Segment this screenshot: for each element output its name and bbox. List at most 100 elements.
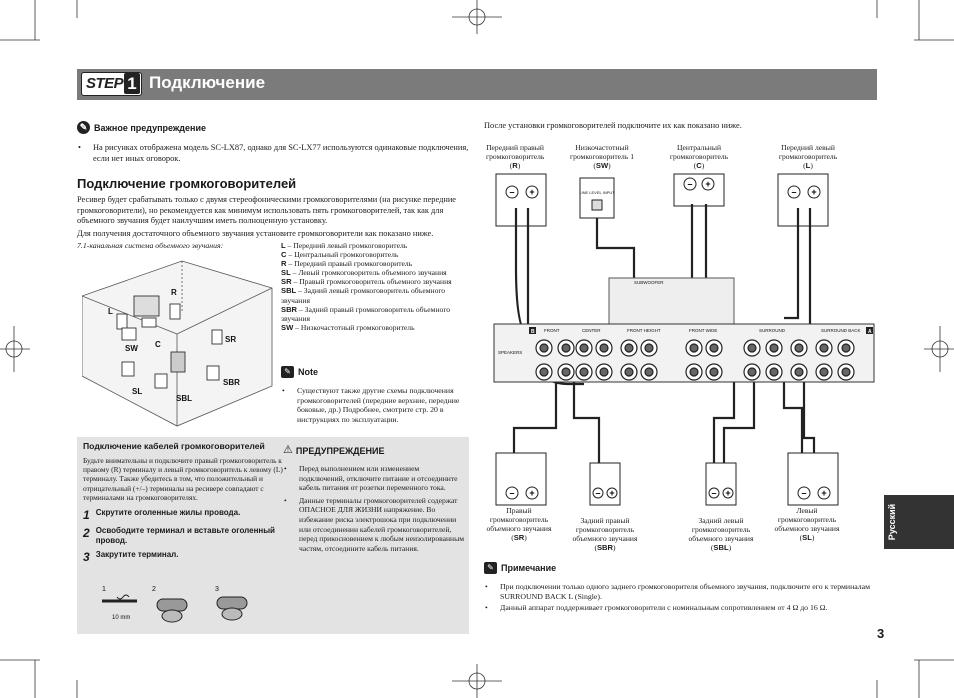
speaker-terminal-core xyxy=(747,343,757,353)
speaker-terminal-core xyxy=(769,367,779,377)
panel-center-label: CENTER xyxy=(582,328,601,333)
cable-box: Подключение кабелей громкоговорителей Бу… xyxy=(77,437,469,634)
legend-item: L – Передний левый громкоговоритель xyxy=(281,241,471,250)
legend-text: – Передний левый громкоговоритель xyxy=(287,241,408,250)
speaker-terminal-core xyxy=(539,343,549,353)
svg-text:–: – xyxy=(509,187,514,197)
room-label-l: L xyxy=(108,307,113,316)
speaker-r-box xyxy=(495,173,547,227)
section-heading: Подключение громкоговорителей xyxy=(77,176,297,191)
speaker-terminal-core xyxy=(794,343,804,353)
note-section: ✎ Note Существуют также другие схемы под… xyxy=(281,366,471,424)
panel-front-height-label: FRONT HEIGHT xyxy=(627,328,661,333)
speaker-terminal-core xyxy=(841,367,851,377)
language-tab-label: Русский xyxy=(887,503,897,541)
legend-item: SBL – Задний левый громкоговоритель объе… xyxy=(281,286,471,304)
speaker-terminal-core xyxy=(561,367,571,377)
warning-item-2: Данные терминалы громкоговорителей содер… xyxy=(283,496,465,554)
legend-text: – Передний правый громкоговоритель xyxy=(288,259,413,269)
language-tab xyxy=(884,495,954,549)
note-icon: ✎ xyxy=(281,366,294,378)
bottom-speaker-caption: Правый громкоговоритель объемного звучан… xyxy=(484,506,554,542)
important-section: ✎ Важное предупреждение На рисунках отоб… xyxy=(77,121,469,164)
svg-text:–: – xyxy=(509,488,514,498)
room-label-r: R xyxy=(171,288,177,297)
page-title: Подключение xyxy=(149,73,266,92)
warning-triangle-icon: ⚠ xyxy=(283,444,293,456)
caption-text: Центральный громкоговоритель xyxy=(669,143,729,161)
speaker-terminal-core xyxy=(689,343,699,353)
caption-code: R xyxy=(512,161,518,170)
speaker-terminal-core xyxy=(689,367,699,377)
legend-code: SBL xyxy=(281,286,297,296)
wrench-icon: ✎ xyxy=(77,121,90,134)
top-speaker-caption: Передний левый громкоговоритель(L) xyxy=(772,143,844,170)
svg-text:+: + xyxy=(725,488,730,498)
caption-code: SW xyxy=(595,161,609,170)
speaker-terminal-core xyxy=(539,367,549,377)
svg-text:–: – xyxy=(711,488,716,498)
warning-item-1: Перед выполнением или изменением подключ… xyxy=(283,464,465,493)
svg-text:+: + xyxy=(609,488,614,498)
svg-text:–: – xyxy=(687,179,692,189)
room-label-c: C xyxy=(155,340,161,349)
svg-text:–: – xyxy=(595,488,600,498)
important-heading: Важное предупреждение xyxy=(94,122,206,133)
legend-item: SW – Низкочастотный громкоговоритель xyxy=(281,323,471,332)
svg-text:–: – xyxy=(791,187,796,197)
legend-text: – Низкочастотный громкоговоритель xyxy=(295,322,415,332)
step-badge: STEP 1 xyxy=(81,72,142,96)
legend-item: C – Центральный громкоговоритель xyxy=(281,250,471,259)
caption-code: SL xyxy=(802,533,812,542)
legend-text: – Задний правый громкоговоритель объемно… xyxy=(281,304,451,323)
step-text: Скрутите оголенные жилы провода. xyxy=(95,508,241,518)
room-label-sbr: SBR xyxy=(223,378,240,387)
legend-code: SL xyxy=(281,268,291,278)
caption-code: SBR xyxy=(596,543,614,552)
warning-section: ⚠ ПРЕДУПРЕЖДЕНИЕ Перед выполнением или и… xyxy=(283,445,465,553)
wiring-diagram: –+ –+ –+ LINE LEVEL INPUT SPEAKERS FRONT… xyxy=(493,173,875,506)
speaker-terminal-core xyxy=(794,367,804,377)
step-word: STEP xyxy=(86,75,124,92)
room-label-sw: SW xyxy=(125,344,138,353)
remark-item-2: Данный аппарат поддерживает громкоговори… xyxy=(484,603,876,613)
note-icon: ✎ xyxy=(484,562,497,574)
legend-code: C xyxy=(281,250,287,260)
panel-subwoofer-label: SUBWOOFER xyxy=(634,280,664,285)
remark-item-1: При подключении только одного заднего гр… xyxy=(484,582,876,601)
panel-speakers-label: SPEAKERS xyxy=(498,350,522,355)
caption-text: Задний левый громкоговоритель объемного … xyxy=(688,516,754,543)
caption-code: SR xyxy=(513,533,525,542)
svg-text:–: – xyxy=(801,488,806,498)
caption-code: SBL xyxy=(713,543,729,552)
speakers-intro: Ресивер будет срабатывать только с двумя… xyxy=(77,195,457,226)
step-text: Освободите терминал и вставьте оголенный… xyxy=(95,526,275,546)
cable-text: Будьте внимательны и подключите правый г… xyxy=(83,456,283,502)
panel-letter-b: B xyxy=(531,329,535,335)
cable-heading: Подключение кабелей громкоговорителей xyxy=(83,441,265,451)
top-speaker-caption: Передний правый громкоговоритель(R) xyxy=(486,143,545,170)
caption-text: Правый громкоговоритель объемного звучан… xyxy=(486,506,552,533)
legend-code: SBR xyxy=(281,304,298,314)
room-diagram: L R SW C SR SL SBR SBL xyxy=(82,260,273,427)
svg-text:+: + xyxy=(529,187,534,197)
room-label-sbl: SBL xyxy=(176,394,192,403)
legend-code: L xyxy=(281,241,286,250)
speaker-terminal-core xyxy=(644,367,654,377)
panel-front-wide-label: FRONT WIDE xyxy=(689,328,717,333)
caption-code: C xyxy=(696,161,702,170)
diagram-intro: После установки громкоговорителей подклю… xyxy=(484,121,742,130)
speaker-terminal-core xyxy=(579,343,589,353)
legend-text: – Правый громкоговоритель объемного звуч… xyxy=(293,277,452,287)
speaker-terminal-core xyxy=(599,343,609,353)
legend-code: SW xyxy=(281,322,294,332)
speaker-terminal-core xyxy=(561,343,571,353)
speaker-terminal-core xyxy=(599,367,609,377)
speaker-terminal-core xyxy=(709,367,719,377)
speaker-terminal-core xyxy=(819,367,829,377)
svg-text:+: + xyxy=(705,179,710,189)
caption-text: Передний левый громкоговоритель xyxy=(778,143,838,161)
